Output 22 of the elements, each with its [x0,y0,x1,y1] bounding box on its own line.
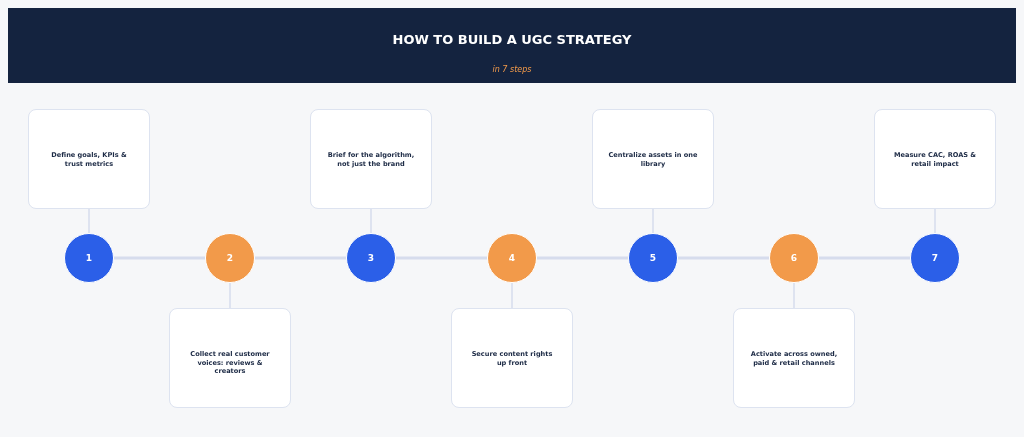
title: HOW TO BUILD A UGC STRATEGY [391,32,633,47]
step-number-circle: 2 [205,233,255,283]
step-number-circle: 5 [628,233,678,283]
step-card [592,109,714,209]
connector-line [819,256,910,260]
connector-line [255,256,346,260]
step-card [874,109,996,209]
connector-line [537,256,628,260]
step-number-circle: 3 [346,233,396,283]
step-card [169,308,291,408]
step-card [310,109,432,209]
step-number-circle: 1 [64,233,114,283]
step-card [28,109,150,209]
step-card [733,308,855,408]
connector-line [114,256,205,260]
step-number-circle: 4 [487,233,537,283]
connector-line [678,256,769,260]
subtitle: in 7 steps [491,65,533,74]
connector-line [396,256,487,260]
step-number-circle: 6 [769,233,819,283]
step-card [451,308,573,408]
step-number-circle: 7 [910,233,960,283]
